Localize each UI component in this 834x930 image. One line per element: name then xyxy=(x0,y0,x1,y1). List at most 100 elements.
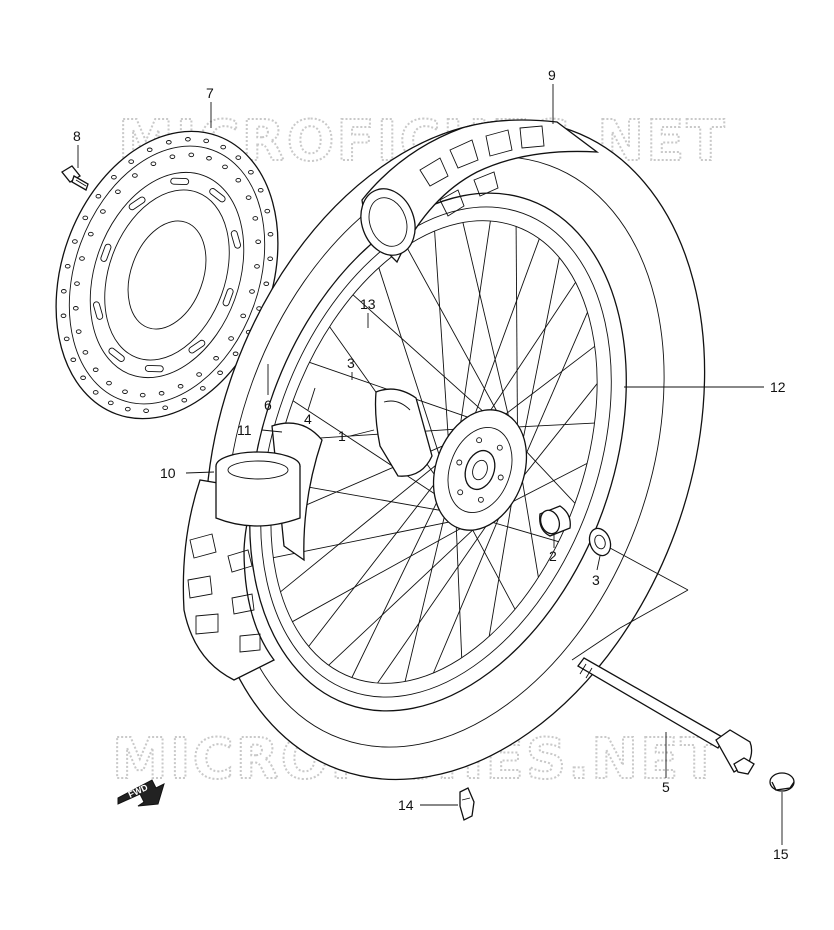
callout-1: 1 xyxy=(338,428,346,444)
disc-hole xyxy=(72,239,78,244)
callout-14: 14 xyxy=(398,797,414,813)
disc-hole xyxy=(74,281,80,286)
wheel-assembly xyxy=(182,119,706,781)
axle-cap xyxy=(769,772,795,792)
disc-slot xyxy=(222,288,234,307)
disc-slot xyxy=(209,188,226,203)
callout-3-left: 3 xyxy=(347,355,355,371)
disc-hole xyxy=(203,138,210,144)
disc-hole xyxy=(158,391,165,396)
spoke xyxy=(292,400,446,501)
disc-slot xyxy=(170,177,190,186)
spoke xyxy=(515,226,519,450)
disc-hole xyxy=(150,161,157,166)
disc-hole xyxy=(64,263,71,269)
spoke xyxy=(378,267,444,468)
disc-hole xyxy=(107,400,114,406)
callout-10: 10 xyxy=(160,465,176,481)
callout-2: 2 xyxy=(549,548,557,564)
hub-hole xyxy=(496,444,503,451)
hub-holes xyxy=(456,437,504,503)
disc-holes xyxy=(60,137,274,413)
callout-3-right: 3 xyxy=(592,572,600,588)
disc-hole xyxy=(217,370,223,376)
disc-hole xyxy=(232,351,239,357)
disc-hole xyxy=(72,306,79,311)
disc-hole xyxy=(63,336,70,342)
spoke xyxy=(496,345,595,422)
hub-hole xyxy=(456,459,463,466)
hub-hole xyxy=(477,496,484,503)
callout-4: 4 xyxy=(304,411,312,427)
spoke xyxy=(352,294,493,421)
disc-hole xyxy=(240,313,247,319)
disc-hole xyxy=(139,392,146,398)
bearing-right xyxy=(588,527,612,557)
front-axle xyxy=(577,657,755,775)
disc-hole xyxy=(165,140,172,145)
spoke xyxy=(458,220,491,436)
disc-hole xyxy=(206,156,212,161)
disc-slot xyxy=(92,301,104,320)
disc-hole xyxy=(267,256,274,261)
guide-lines xyxy=(571,547,689,661)
spoke xyxy=(404,505,448,682)
disc-hole xyxy=(92,367,99,373)
disc-slot xyxy=(108,347,125,362)
disc-hole xyxy=(235,155,242,160)
spoke xyxy=(308,473,443,647)
disc-hole xyxy=(213,356,219,361)
callout-11: 11 xyxy=(237,422,252,438)
disc-hole xyxy=(255,239,262,244)
spoke xyxy=(432,489,512,674)
disc-hole xyxy=(169,154,176,159)
spoke xyxy=(273,518,464,559)
disc-hole xyxy=(177,384,184,389)
disc-slot xyxy=(230,230,242,249)
disc-hole xyxy=(162,405,169,410)
disc-hole xyxy=(181,397,188,403)
hub-hole xyxy=(497,474,504,481)
hub-hole xyxy=(457,489,464,496)
disc-hole xyxy=(80,375,86,381)
disc-hole xyxy=(199,386,206,391)
disc-hole xyxy=(79,256,85,261)
disc-bolt xyxy=(61,165,89,191)
disc-hole xyxy=(228,336,234,341)
disc-hole xyxy=(70,357,77,363)
disc-hole xyxy=(235,177,242,183)
disc-hole xyxy=(111,174,117,180)
spoke xyxy=(405,246,505,425)
hub-hole xyxy=(476,437,483,444)
disc-slot xyxy=(188,339,206,354)
disc-hole xyxy=(128,159,135,164)
disc-hole xyxy=(257,187,264,193)
disc-hole xyxy=(196,372,202,377)
spacer-right xyxy=(539,505,571,537)
leader-lines xyxy=(77,84,783,845)
disc-slot xyxy=(144,364,164,373)
disc-hole xyxy=(267,231,274,237)
disc-hole xyxy=(220,144,227,150)
tire-tread-top xyxy=(360,119,600,264)
disc-hole xyxy=(82,350,89,355)
tire-tread-section xyxy=(182,422,323,681)
disc-hole xyxy=(95,193,102,199)
disc-hole xyxy=(132,173,138,178)
spoke xyxy=(377,503,502,684)
callout-12: 12 xyxy=(770,379,786,395)
callouts: 7 8 9 13 3 6 4 11 1 10 12 2 3 5 14 15 xyxy=(73,67,789,862)
disc-hole xyxy=(245,195,252,200)
spoke xyxy=(462,222,514,435)
spoke xyxy=(351,490,443,678)
disc-hole xyxy=(106,380,112,386)
spoke xyxy=(467,519,516,610)
disc-hole xyxy=(146,147,153,153)
disc-hole xyxy=(122,389,128,394)
spoke xyxy=(507,422,595,428)
spoke xyxy=(483,282,576,421)
disc-hole xyxy=(254,264,260,269)
disc-hole xyxy=(92,390,99,395)
disc-hole xyxy=(252,216,259,221)
